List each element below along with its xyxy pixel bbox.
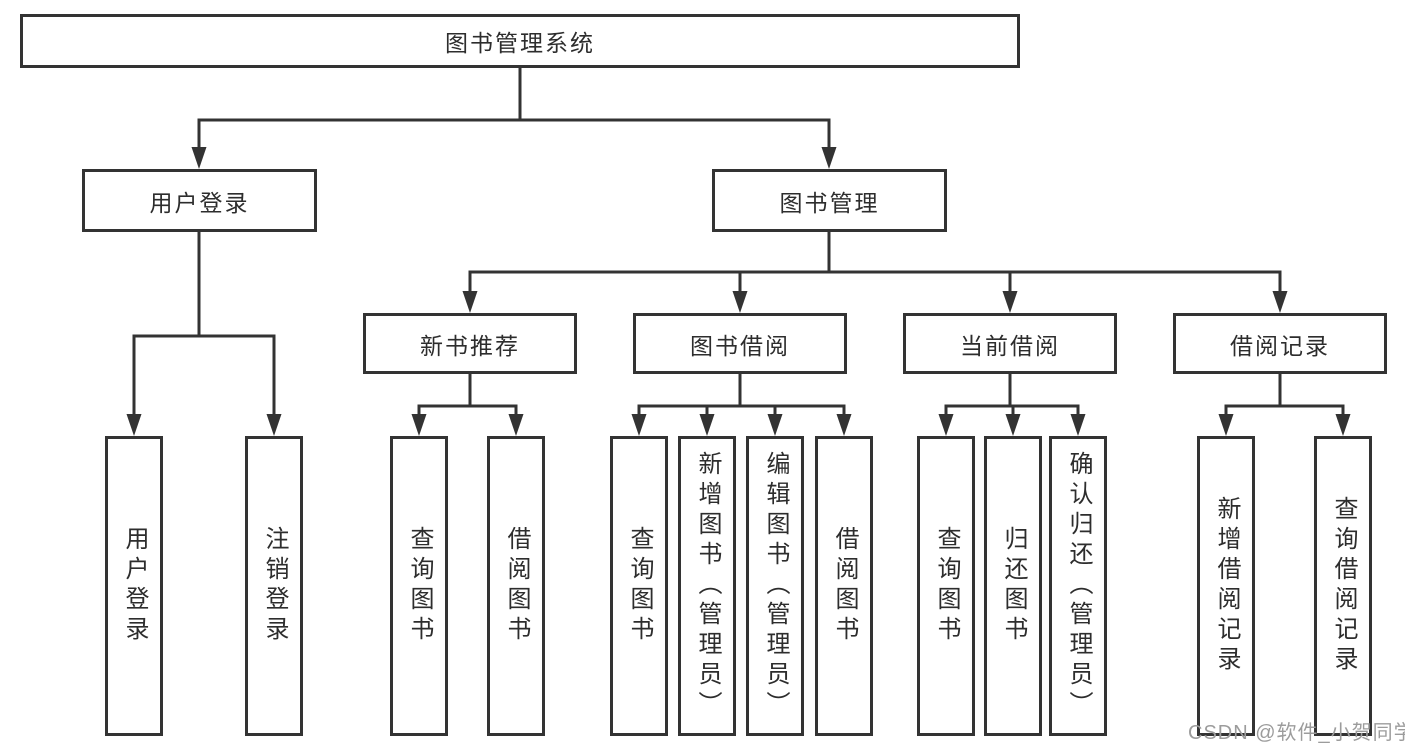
node-label: 查询图书 xyxy=(626,526,653,646)
node-leaf-edit-book-admin: 编辑图书（管理员） xyxy=(746,436,804,736)
node-current-borrow: 当前借阅 xyxy=(903,313,1117,374)
node-new-book-recommend: 新书推荐 xyxy=(363,313,577,374)
node-label: 注销登录 xyxy=(261,526,288,646)
node-leaf-query-borrow-record: 查询借阅记录 xyxy=(1314,436,1372,736)
csdn-watermark: CSDN @软件_小贺同学 xyxy=(1188,722,1405,744)
node-leaf-borrow-books-2: 借阅图书 xyxy=(815,436,873,736)
node-leaf-query-books-2: 查询图书 xyxy=(610,436,668,736)
node-label: 用户登录 xyxy=(121,526,148,646)
connector-book-borrow-children xyxy=(631,373,852,436)
node-label: 图书管理 xyxy=(779,189,880,216)
node-leaf-borrow-books-1: 借阅图书 xyxy=(487,436,545,736)
node-leaf-add-borrow-record: 新增借阅记录 xyxy=(1197,436,1255,736)
node-leaf-add-book-admin: 新增图书（管理员） xyxy=(678,436,736,736)
connector-root-to-level2 xyxy=(191,66,837,169)
node-leaf-confirm-return-admin: 确认归还（管理员） xyxy=(1049,436,1107,736)
node-label: 图书借阅 xyxy=(690,332,790,359)
node-label: 新增图书（管理员） xyxy=(694,451,721,721)
node-label: 新书推荐 xyxy=(420,332,520,359)
connector-current-borrow-children xyxy=(938,373,1086,436)
connector-user-login-children xyxy=(126,231,282,436)
node-user-login-branch: 用户登录 xyxy=(82,169,317,232)
node-label: 查询借阅记录 xyxy=(1330,496,1357,676)
node-label: 查询图书 xyxy=(406,526,433,646)
node-label: 图书管理系统 xyxy=(445,30,595,56)
connector-book-management-children xyxy=(462,231,1288,313)
node-label: 确认归还（管理员） xyxy=(1065,451,1092,721)
node-label: 编辑图书（管理员） xyxy=(762,451,789,721)
node-label: 借阅记录 xyxy=(1230,332,1330,359)
node-label: 借阅图书 xyxy=(831,526,858,646)
node-label: 新增借阅记录 xyxy=(1213,496,1240,676)
node-label: 用户登录 xyxy=(149,189,250,216)
node-borrow-records: 借阅记录 xyxy=(1173,313,1387,374)
connector-new-book-recommend-children xyxy=(411,373,524,436)
node-label: 当前借阅 xyxy=(960,332,1060,359)
node-label: 归还图书 xyxy=(1000,526,1027,646)
connector-borrow-records-children xyxy=(1218,373,1351,436)
node-leaf-logout: 注销登录 xyxy=(245,436,303,736)
node-label: 借阅图书 xyxy=(503,526,530,646)
node-book-borrow: 图书借阅 xyxy=(633,313,847,374)
node-leaf-query-books-3: 查询图书 xyxy=(917,436,975,736)
node-leaf-user-login: 用户登录 xyxy=(105,436,163,736)
node-label: 查询图书 xyxy=(933,526,960,646)
node-leaf-query-books-1: 查询图书 xyxy=(390,436,448,736)
node-library-management-system: 图书管理系统 xyxy=(20,14,1020,68)
node-leaf-return-book: 归还图书 xyxy=(984,436,1042,736)
node-book-management-branch: 图书管理 xyxy=(712,169,947,232)
